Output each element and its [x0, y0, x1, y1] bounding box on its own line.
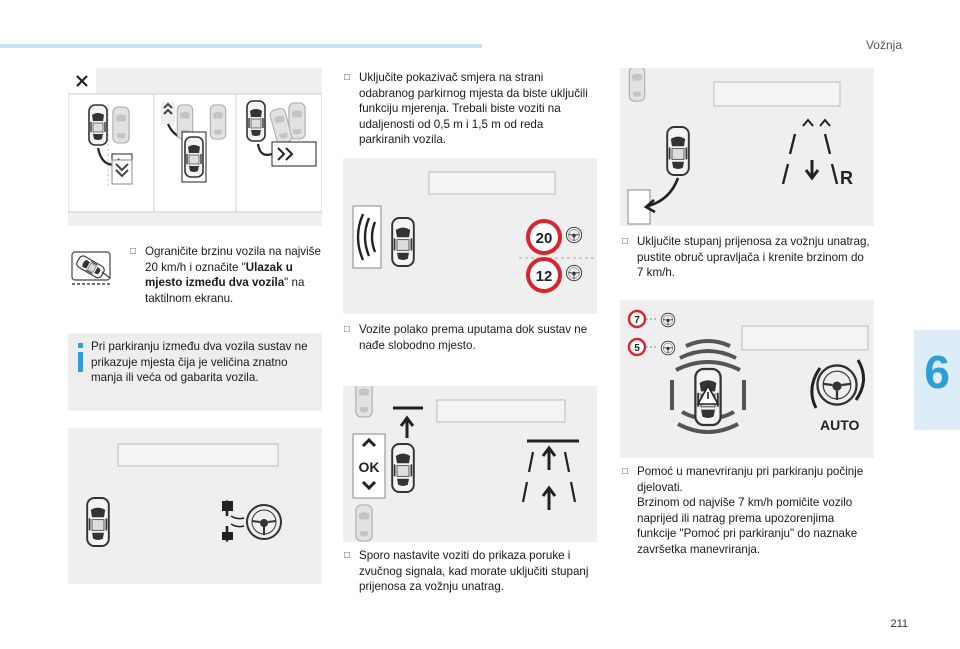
- steering-wheel-icon: [246, 504, 282, 540]
- step-parking-assist-detail: Brzinom od najviše 7 km/h pomičite vozil…: [637, 496, 858, 556]
- step-continue-slowly: □ Sporo nastavite voziti do prikaza poru…: [344, 548, 595, 595]
- bullet-icon: □: [622, 236, 629, 247]
- reverse-panel: R: [620, 68, 874, 226]
- close-x-icon-glyph: [76, 75, 88, 87]
- speed-sign-7: 7: [634, 315, 640, 326]
- speed-sign-5: 5: [634, 343, 640, 354]
- measuring-illustration: 20 12: [352, 171, 595, 293]
- chapter-number: 6: [924, 346, 950, 398]
- info-note-text: Pri parkiranju između dva vozila sustav …: [91, 340, 308, 384]
- auto-maneuver-illustration: 7 5 AUTO: [627, 309, 869, 434]
- section-title: Vožnja: [865, 38, 902, 52]
- step-limit-speed-text-1: Ograničite brzinu vozila na najviše 20 k…: [145, 245, 321, 274]
- page-number: 211: [890, 618, 908, 630]
- info-icon: [78, 343, 83, 373]
- speed-sign-12: 12: [536, 268, 553, 285]
- measuring-panel: 20 12: [343, 158, 597, 314]
- step-limit-speed-option: Ulazak u mjesto između dva vozila: [145, 260, 293, 290]
- step-turn-indicator-text: Uključite pokazivač smjera na strani oda…: [359, 71, 588, 146]
- bullet-icon: □: [344, 550, 351, 561]
- header-bar: [0, 44, 482, 48]
- chapter-tab: [914, 330, 960, 430]
- step-reverse-gear-text: Uključite stupanj prijenosa za vožnju un…: [637, 235, 870, 279]
- step-parking-assist-text: Pomoć u manevriranju pri parkiranju poči…: [637, 465, 864, 494]
- speed-sign-20: 20: [536, 230, 553, 247]
- bullet-icon: □: [622, 466, 629, 477]
- maneuver-overview-panel: [68, 68, 322, 226]
- bullet-icon: □: [344, 72, 351, 83]
- maneuver-overview-illustration: [68, 68, 322, 213]
- ok-label: OK: [359, 459, 380, 475]
- step-drive-slowly: □ Vozite polako prema uputama dok sustav…: [344, 322, 595, 353]
- reverse-illustration: R: [627, 68, 853, 225]
- auto-label: AUTO: [820, 417, 860, 433]
- step-reverse-gear: □ Uključite stupanj prijenosa za vožnju …: [622, 234, 871, 281]
- step-limit-speed: □ Ograničite brzinu vozila na najviše 20…: [130, 244, 323, 306]
- bullet-icon: □: [344, 324, 351, 335]
- parking-entry-icon: [68, 248, 118, 290]
- steering-panel: [68, 428, 322, 584]
- info-note: Pri parkiranju između dva vozila sustav …: [68, 333, 322, 411]
- bullet-icon: □: [130, 246, 137, 257]
- step-limit-speed-text-2: " na taktilnom ekranu.: [145, 276, 305, 305]
- stop-illustration: OK: [352, 386, 579, 542]
- steering-illustration: [86, 443, 282, 547]
- reverse-gear-label: R: [840, 168, 853, 188]
- step-turn-indicator: □ Uključite pokazivač smjera na strani o…: [344, 70, 591, 148]
- step-continue-slowly-text: Sporo nastavite voziti do prikaza poruke…: [359, 549, 589, 593]
- step-drive-slowly-text: Vozite polako prema uputama dok sustav n…: [359, 323, 588, 352]
- stop-panel: OK: [343, 386, 597, 542]
- auto-maneuver-panel: 7 5 AUTO: [620, 300, 874, 458]
- step-parking-assist: □ Pomoć u manevriranju pri parkiranju po…: [622, 464, 873, 557]
